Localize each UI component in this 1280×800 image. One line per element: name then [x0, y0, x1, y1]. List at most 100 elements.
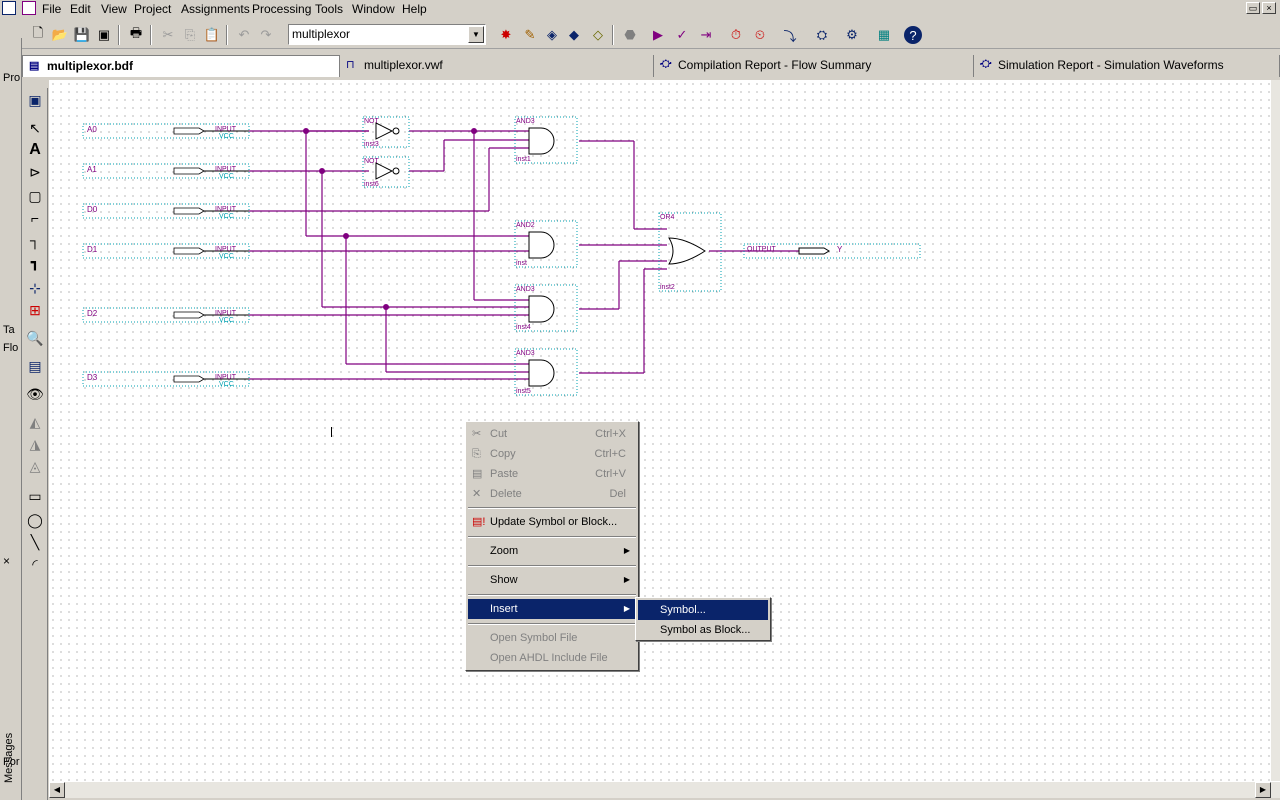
chevron-down-icon[interactable]: ▼ — [468, 26, 484, 43]
rotate-icon[interactable]: ◬ — [29, 457, 41, 474]
gate-inst-label: inst — [516, 260, 527, 267]
rectangle-tool-icon[interactable]: ▭ — [28, 487, 42, 504]
submenu-arrow-icon: ▶ — [623, 546, 630, 555]
zoom-icon[interactable]: 🔍 — [26, 329, 44, 346]
restore-button[interactable]: ▭ — [1246, 2, 1260, 14]
line-tool-icon[interactable]: ╲ — [30, 533, 40, 550]
timing-icon[interactable]: ⏱ — [730, 27, 742, 42]
tab-compilation-report[interactable]: ⛮ Compilation Report - Flow Summary — [654, 55, 974, 77]
output-name-label: Y — [837, 245, 843, 254]
tab-multiplexor-bdf[interactable]: ▤ multiplexor.bdf — [22, 55, 340, 77]
oval-tool-icon[interactable]: ◯ — [27, 511, 43, 528]
menu-item-show[interactable]: Show ▶ — [468, 570, 636, 590]
menu-item-copy[interactable]: ⎘ Copy Ctrl+C — [468, 444, 636, 464]
scroll-left-icon[interactable]: ◀ — [49, 782, 65, 798]
symbol-tool-icon[interactable]: ⊳ — [29, 163, 41, 180]
timer-icon[interactable]: ⏲ — [754, 27, 766, 42]
input-kind-label: INPUT — [215, 126, 237, 133]
menu-project[interactable]: Project — [134, 2, 172, 16]
simulation-icon[interactable]: ⤵ — [783, 28, 797, 44]
input-name-a0: A0 — [87, 125, 97, 134]
cut-icon[interactable]: ✂ — [162, 27, 174, 42]
assignment-editor-icon[interactable]: ✸ — [500, 27, 512, 42]
menu-item-cut[interactable]: ✂ Cut Ctrl+X — [468, 424, 636, 444]
menu-item-symbol-as-block[interactable]: Symbol as Block... — [660, 624, 751, 636]
analysis-icon[interactable]: ✓ — [676, 27, 688, 42]
menu-edit[interactable]: Edit — [70, 2, 91, 16]
gate-inst-label: inst4 — [516, 324, 531, 331]
menu-item-zoom[interactable]: Zoom ▶ — [468, 541, 636, 561]
full-screen-icon[interactable]: ▤ — [28, 357, 42, 374]
formula-label: For — [3, 756, 20, 768]
synthesis-icon[interactable]: ⇥ — [700, 27, 712, 42]
input-name-d2: D2 — [87, 309, 98, 318]
close-window-button[interactable]: × — [1262, 2, 1276, 14]
partial-line-icon[interactable]: ⊞ — [29, 301, 41, 318]
paste-icon[interactable]: 📋 — [203, 27, 221, 42]
new-file-icon[interactable]: 🗋 — [32, 25, 44, 40]
find-icon[interactable]: 👁 — [26, 385, 44, 402]
chip-planner-icon[interactable]: ▦ — [877, 27, 891, 42]
document-icon[interactable] — [22, 1, 36, 15]
menu-item-open-symbol-file[interactable]: Open Symbol File — [490, 632, 578, 644]
tab-multiplexor-vwf[interactable]: ⊓ multiplexor.vwf — [340, 55, 654, 77]
cut-icon: ✂ — [472, 428, 482, 440]
block-editor-toolbar: ▣ ↖ A ⊳ ▢ ⌐ ┐ ┓ ⊹ ⊞ 🔍 ▤ 👁 ◭ ◮ ◬ ▭ ◯ ╲ ◜ — [22, 88, 48, 800]
menu-item-update-symbol[interactable]: ▤! Update Symbol or Block... — [468, 512, 636, 532]
report-icon: ⛮ — [660, 58, 672, 70]
close-icon[interactable]: × — [3, 554, 11, 568]
menu-help[interactable]: Help — [402, 2, 427, 16]
copy-icon[interactable]: ⎘ — [184, 27, 196, 42]
undo-icon[interactable]: ↶ — [238, 27, 250, 42]
settings-icon[interactable]: ◆ — [569, 27, 579, 42]
menu-view[interactable]: View — [101, 2, 127, 16]
stop-icon[interactable]: ⬣ — [624, 27, 636, 42]
orthogonal-bus-icon[interactable]: ┐ — [30, 232, 40, 248]
vertical-scrollbar[interactable] — [1271, 80, 1280, 781]
menu-item-open-ahdl-include[interactable]: Open AHDL Include File — [490, 652, 608, 664]
block-tool-icon[interactable]: ▢ — [28, 187, 42, 204]
scroll-right-icon[interactable]: ▶ — [1255, 782, 1271, 798]
text-tool-icon[interactable]: A — [29, 141, 41, 158]
menu-item-symbol[interactable]: Symbol... — [638, 600, 768, 620]
quartus-app-icon[interactable] — [2, 1, 16, 15]
help-icon[interactable]: ? — [904, 26, 922, 44]
arc-tool-icon[interactable]: ◜ — [32, 555, 38, 572]
menu-item-insert[interactable]: Insert ▶ — [468, 599, 636, 619]
window-icon[interactable]: ▣ — [28, 91, 42, 108]
menu-file[interactable]: File — [42, 2, 62, 16]
save-icon[interactable]: 💾 — [73, 27, 91, 42]
rubberbanding-icon[interactable]: ⊹ — [29, 279, 41, 296]
horizontal-scrollbar[interactable]: ◀ ▶ — [49, 781, 1280, 798]
programmer-icon[interactable]: ⛭ — [816, 27, 828, 42]
menu-item-paste[interactable]: ▤ Paste Ctrl+V — [468, 464, 636, 484]
save-all-icon[interactable]: ▣ — [97, 27, 111, 42]
selection-tool-icon[interactable]: ↖ — [29, 119, 41, 136]
main-toolbar: 🗋 📂 💾 ▣ 🖶 ✂ ⎘ 📋 ↶ ↷ ✸ ✎ ◈ ◆ ◇ ⬣ ▶ ✓ ⇥ ⏱ … — [0, 21, 1280, 49]
menu-assignments[interactable]: Assignments — [181, 2, 250, 16]
submenu-arrow-icon: ▶ — [623, 575, 630, 584]
menu-tools[interactable]: Tools — [315, 2, 344, 16]
orthogonal-node-icon[interactable]: ⌐ — [30, 210, 40, 226]
pin-planner-icon[interactable]: ◈ — [547, 27, 557, 42]
input-kind-label: INPUT — [215, 310, 237, 317]
start-compilation-icon[interactable]: ▶ — [653, 27, 663, 42]
schematic-canvas[interactable]: A0 A1 D0 D1 D2 D3 INPUT INPUT INPUT INPU… — [49, 80, 1271, 781]
conduit-tool-icon[interactable]: ┓ — [30, 253, 40, 270]
chip-icon[interactable]: ◇ — [593, 27, 603, 42]
context-menu: ✂ Cut Ctrl+X ⎘ Copy Ctrl+C ▤ Paste Ctrl+… — [465, 421, 639, 671]
project-combo[interactable]: multiplexor ▼ — [288, 24, 486, 45]
flip-vertical-icon[interactable]: ◮ — [29, 435, 41, 452]
megawizard-icon[interactable]: ⚙ — [846, 27, 858, 42]
menu-processing[interactable]: Processing — [252, 2, 312, 16]
menu-window[interactable]: Window — [352, 2, 395, 16]
gate-type-label: NOT — [364, 158, 380, 165]
print-icon[interactable]: 🖶 — [129, 25, 143, 40]
flip-horizontal-icon[interactable]: ◭ — [29, 413, 41, 430]
redo-icon[interactable]: ↷ — [260, 27, 272, 42]
pencil-icon[interactable]: ✎ — [524, 27, 536, 42]
menu-item-delete[interactable]: ✕ Delete Del — [468, 484, 636, 504]
tab-simulation-report[interactable]: ⛮ Simulation Report - Simulation Wavefor… — [974, 55, 1280, 77]
open-folder-icon[interactable]: 📂 — [51, 27, 69, 42]
gate-inst-label: inst3 — [364, 141, 379, 148]
